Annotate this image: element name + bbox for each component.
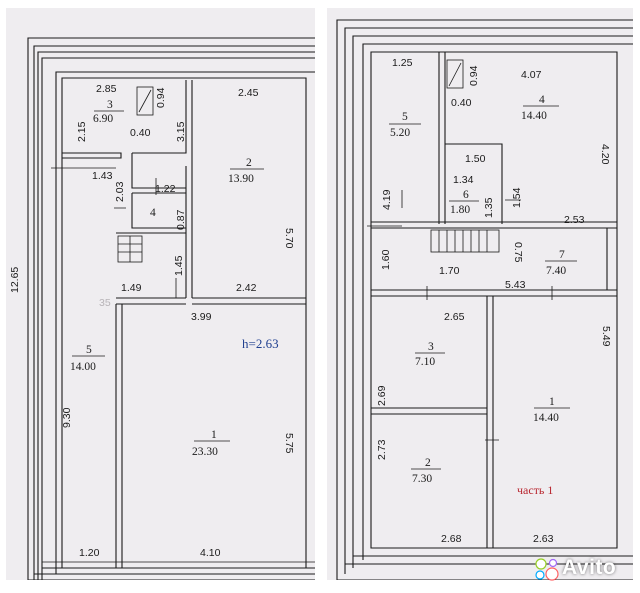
dim-1-20: 1.20 xyxy=(79,547,100,559)
room-2-area: 13.90 xyxy=(228,173,254,185)
dim-3-99: 3.99 xyxy=(191,311,212,323)
outer-wall-lines xyxy=(27,37,315,580)
dim-1-35: 1.35 xyxy=(483,197,495,218)
room-3-number: 3 xyxy=(107,99,113,111)
vent-symbol xyxy=(136,86,154,116)
room-1-number: 1 xyxy=(549,396,555,408)
inner-walls xyxy=(51,80,306,568)
left-plan-drawing: 12.65 2.85 0.94 0.40 2.45 2.15 3.15 1.43… xyxy=(9,37,315,580)
room-2-area: 7.30 xyxy=(412,473,432,485)
ceiling-height-note: h=2.63 xyxy=(242,336,279,351)
dim-2-63: 2.63 xyxy=(533,533,554,545)
dim-1-43: 1.43 xyxy=(92,170,113,182)
dimension-ticks xyxy=(367,190,553,441)
right-plan-drawing: 1.25 0.94 4.07 0.40 1.50 4.20 1.34 4.19 … xyxy=(336,19,633,580)
dim-5-43: 5.43 xyxy=(505,279,526,291)
room-1-area: 23.30 xyxy=(192,446,218,458)
dim-5-75: 5.75 xyxy=(283,433,295,454)
dim-5-49: 5.49 xyxy=(600,326,612,347)
dim-1-49: 1.49 xyxy=(121,282,142,294)
dim-4-19: 4.19 xyxy=(381,189,393,210)
dimension-ticks xyxy=(114,178,177,298)
room-5-area: 5.20 xyxy=(390,127,410,139)
dim-2-03: 2.03 xyxy=(114,181,126,202)
dim-1-45: 1.45 xyxy=(173,255,185,276)
dim-2-42: 2.42 xyxy=(236,282,257,294)
room-3-number: 3 xyxy=(428,341,434,353)
avito-logo-text: Avito xyxy=(562,556,617,579)
dim-0-75: 0.75 xyxy=(512,242,524,263)
dim-2-73: 2.73 xyxy=(376,439,388,460)
room-1-number: 1 xyxy=(211,429,217,441)
stair-symbol xyxy=(430,229,500,253)
room-1-area: 14.40 xyxy=(533,412,559,424)
dim-9-30: 9.30 xyxy=(61,407,73,428)
dim-0-94: 0.94 xyxy=(468,65,480,86)
dim-2-65: 2.65 xyxy=(444,311,465,323)
dim-2-68: 2.68 xyxy=(441,533,462,545)
room-2-number: 2 xyxy=(246,157,252,169)
dim-2-45: 2.45 xyxy=(238,87,259,99)
dim-1-22: 1.22 xyxy=(155,183,176,195)
avito-watermark: Avito xyxy=(534,554,634,584)
room-3-area: 6.90 xyxy=(93,113,113,125)
right-floor-plan: 1.25 0.94 4.07 0.40 1.50 4.20 1.34 4.19 … xyxy=(327,8,633,580)
dim-1-60: 1.60 xyxy=(380,249,392,270)
room-4-number: 4 xyxy=(539,94,545,106)
dim-1-70: 1.70 xyxy=(439,265,460,277)
dim-4-07: 4.07 xyxy=(521,69,542,81)
room-6-area: 1.80 xyxy=(450,204,470,216)
dim-35-faint: 35 xyxy=(99,297,111,309)
room-7-area: 7.40 xyxy=(546,265,566,277)
room-3-area: 7.10 xyxy=(415,356,435,368)
vent-symbol xyxy=(446,59,464,89)
dim-3-15: 3.15 xyxy=(175,121,187,142)
left-floor-plan: 12.65 2.85 0.94 0.40 2.45 2.15 3.15 1.43… xyxy=(6,8,315,580)
dim-1-25: 1.25 xyxy=(392,57,413,69)
stair-symbol xyxy=(117,235,143,263)
dim-outer-height: 12.65 xyxy=(9,267,21,293)
outer-wall-lines xyxy=(336,19,633,580)
room-5-number: 5 xyxy=(86,344,92,356)
room-4-area: 14.40 xyxy=(521,110,547,122)
room-5-number: 5 xyxy=(402,111,408,123)
dim-1-34: 1.34 xyxy=(453,174,474,186)
avito-logo-icon xyxy=(535,558,559,581)
dim-2-15: 2.15 xyxy=(76,121,88,142)
dim-0-40: 0.40 xyxy=(451,97,472,109)
room-2-number: 2 xyxy=(425,457,431,469)
inner-walls xyxy=(371,52,617,548)
room-4-number: 4 xyxy=(150,207,156,219)
dim-4-10: 4.10 xyxy=(200,547,221,559)
room-7-number: 7 xyxy=(559,249,565,261)
dim-1-54: 1.54 xyxy=(511,187,523,208)
room-5-area: 14.00 xyxy=(70,361,96,373)
part-label: часть 1 xyxy=(517,483,553,497)
dim-2-69: 2.69 xyxy=(376,385,388,406)
room-6-number: 6 xyxy=(463,189,469,201)
dim-0-94: 0.94 xyxy=(155,87,167,108)
dim-5-70: 5.70 xyxy=(283,228,295,249)
dim-2-53: 2.53 xyxy=(564,214,585,226)
dim-2-85: 2.85 xyxy=(96,83,117,95)
dim-0-40: 0.40 xyxy=(130,127,151,139)
dim-0-87: 0.87 xyxy=(175,209,187,230)
dim-1-50: 1.50 xyxy=(465,153,486,165)
dim-4-20: 4.20 xyxy=(599,144,611,165)
